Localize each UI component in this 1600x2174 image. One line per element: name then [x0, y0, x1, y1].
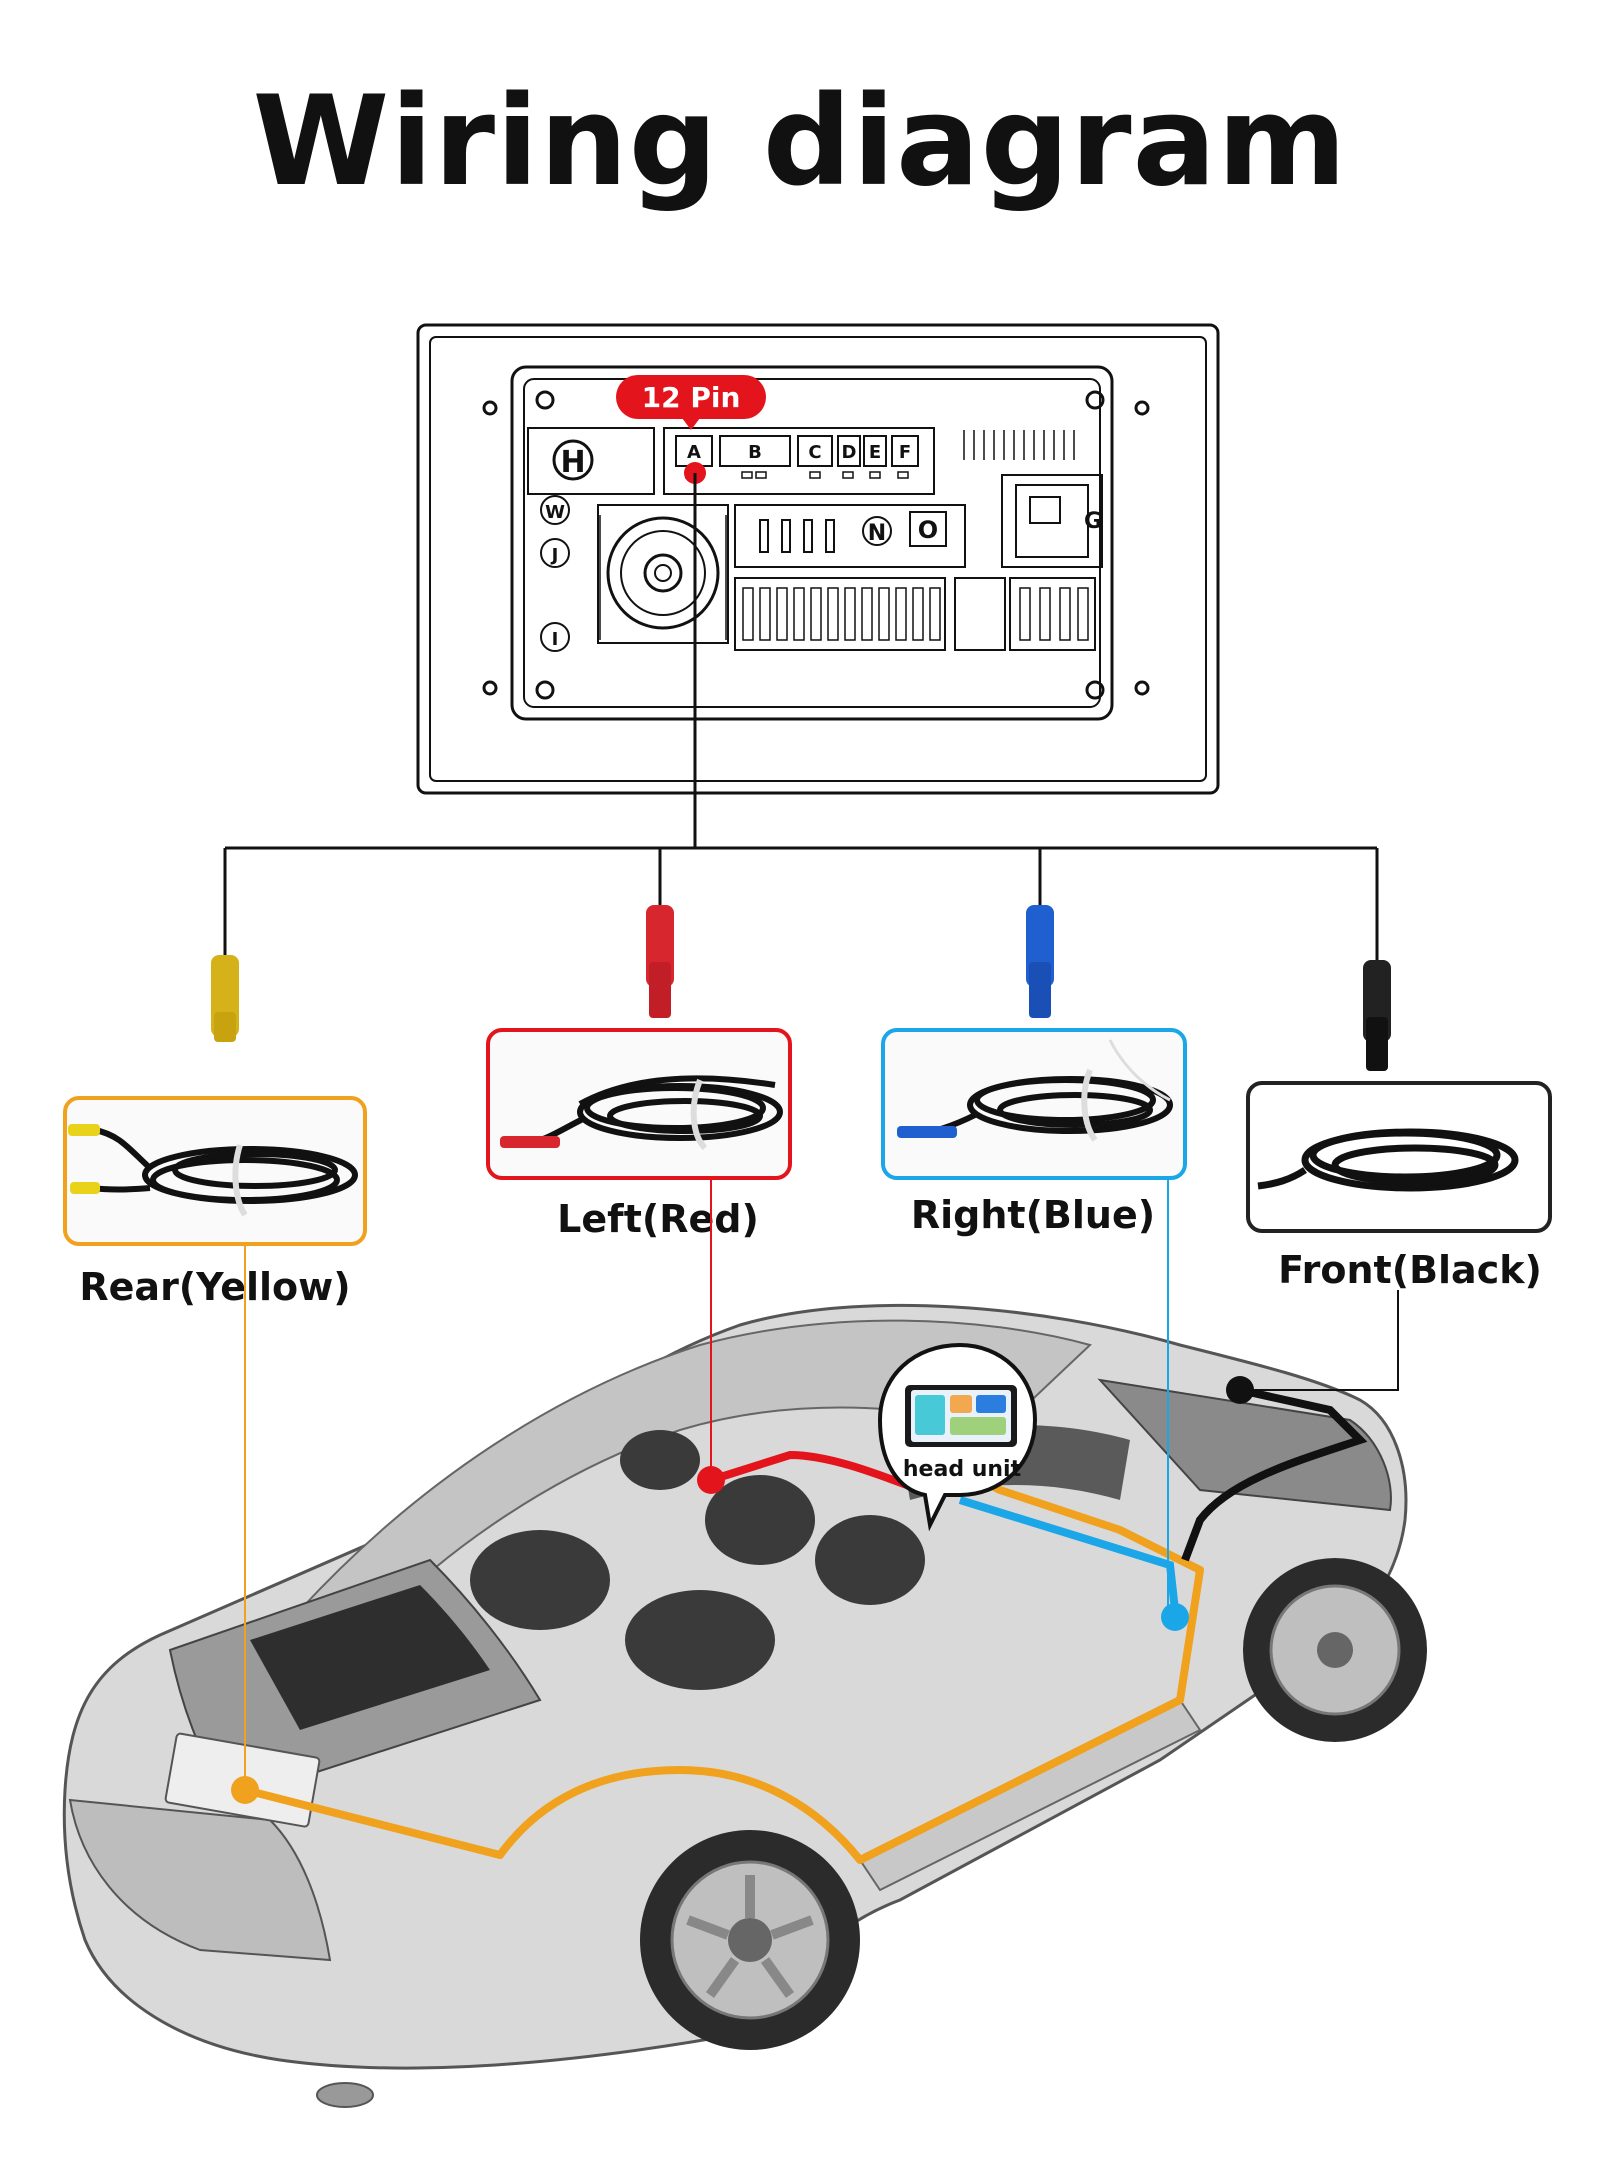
- pin-badge: 12 Pin: [616, 375, 766, 430]
- camera-labels: Rear(Yellow) Left(Red) Right(Blue) Front…: [79, 1193, 1541, 1309]
- marker-o: O: [918, 516, 938, 544]
- right-camera-point: [1161, 1603, 1189, 1631]
- marker-j: J: [550, 545, 559, 566]
- panel-markers: H W J I N O G A B C D E F: [545, 442, 1102, 650]
- rca-connector-front: [1363, 960, 1391, 1071]
- splitter-wires: [223, 473, 1379, 960]
- cable-box-left: [486, 1028, 792, 1180]
- marker-g: G: [1084, 509, 1102, 534]
- pin-badge-label: 12 Pin: [642, 381, 741, 414]
- cable-box-right: [881, 1028, 1187, 1180]
- head-unit-callout: head unit: [877, 1342, 1038, 1532]
- port-label-d: D: [842, 442, 857, 463]
- label-left: Left(Red): [557, 1197, 759, 1241]
- port-label-e: E: [869, 442, 881, 463]
- rca-connector-rear: [211, 955, 239, 1042]
- cable-box-front: [1246, 1081, 1552, 1233]
- cable-box-rear: [63, 1096, 367, 1246]
- page-title: Wiring diagram: [252, 70, 1348, 214]
- car-illustration: [62, 1303, 1427, 2108]
- rca-connector-left: [646, 905, 674, 1018]
- port-label-c: C: [808, 442, 821, 463]
- port-label-f: F: [899, 442, 911, 463]
- head-unit-back-panel: [416, 323, 1220, 795]
- marker-i: I: [552, 629, 559, 650]
- port-label-b: B: [748, 442, 762, 463]
- marker-w: W: [545, 502, 565, 523]
- port-label-a: A: [687, 442, 701, 463]
- label-front: Front(Black): [1278, 1248, 1542, 1292]
- left-camera-point: [697, 1466, 725, 1494]
- rca-connector-right: [1026, 905, 1054, 1018]
- label-right: Right(Blue): [911, 1193, 1155, 1237]
- head-unit-label: head unit: [903, 1457, 1022, 1482]
- marker-n: N: [868, 521, 886, 546]
- front-camera-point: [1226, 1376, 1254, 1404]
- rear-camera-point: [231, 1776, 259, 1804]
- label-rear: Rear(Yellow): [79, 1265, 350, 1309]
- marker-h: H: [560, 445, 585, 480]
- wire-routes: [244, 1178, 1399, 1864]
